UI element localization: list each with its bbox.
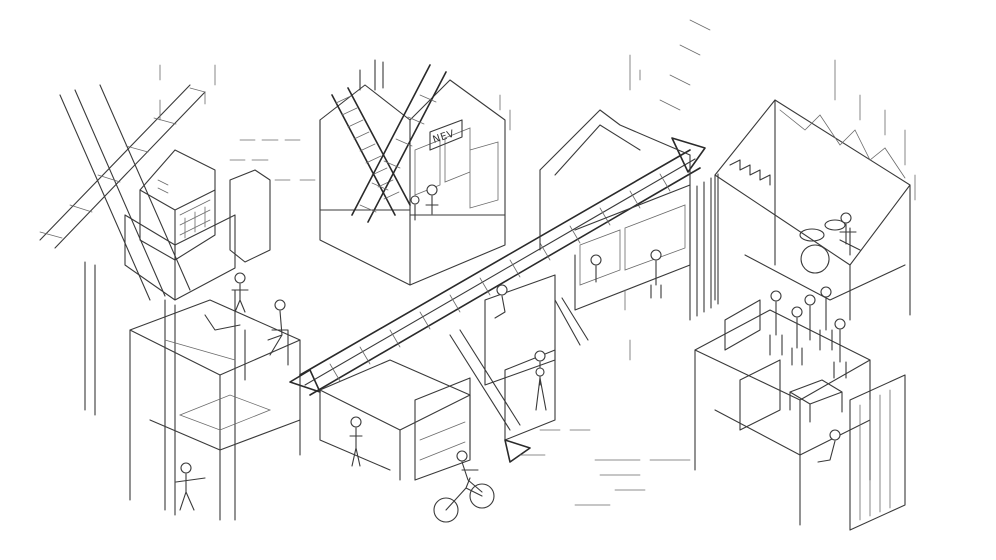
left-deck-frame <box>129 299 301 521</box>
ladder-left <box>331 87 411 216</box>
ramp-arrow-up <box>671 137 706 173</box>
center-right-house <box>539 109 691 346</box>
drum-kit <box>799 219 861 274</box>
cyclist <box>433 450 495 523</box>
person-center-walking <box>349 416 363 467</box>
left-bridge-structure <box>39 84 236 521</box>
person-seated-stool <box>267 299 289 366</box>
center-sign-house: NEV <box>319 59 506 286</box>
audience-group <box>769 286 847 379</box>
lower-center-boxes <box>319 274 556 481</box>
sign-nev: NEV <box>432 129 456 146</box>
person-upper-house <box>410 184 439 221</box>
right-stage-hall <box>694 99 911 531</box>
person-box-seated <box>494 284 547 411</box>
left-tower-house <box>124 149 271 301</box>
stage-fence <box>689 173 719 321</box>
stage-stairs <box>729 159 771 186</box>
ladder-right <box>351 64 447 223</box>
person-ramp-house <box>590 249 662 299</box>
ramp-arrow-down <box>289 369 321 393</box>
table-right <box>789 379 843 423</box>
dash-marks <box>159 19 916 506</box>
drummer <box>839 212 857 245</box>
person-standing-left <box>231 272 249 313</box>
person-right-seated <box>817 429 841 463</box>
diagonal-ramp <box>299 149 701 396</box>
person-with-guitar <box>175 462 206 511</box>
